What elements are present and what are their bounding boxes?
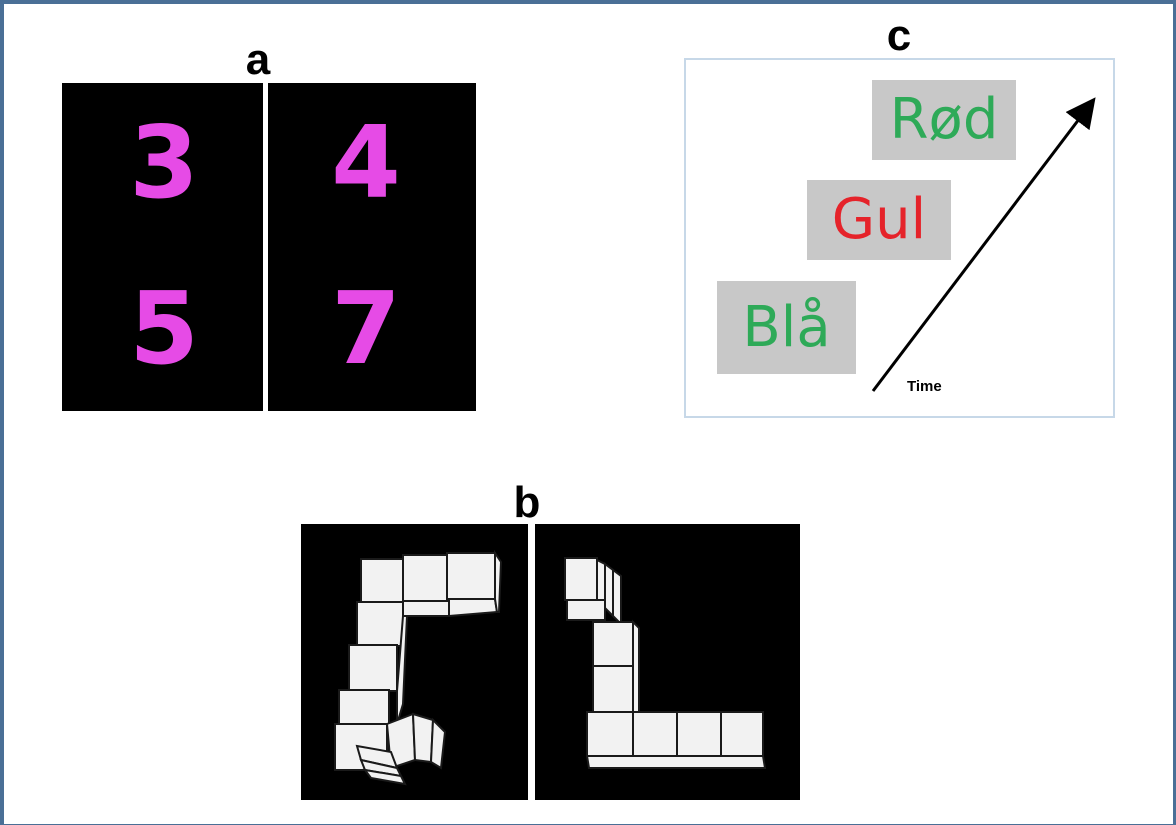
word-card-gul: Gul	[807, 180, 951, 260]
panel-b-label: b	[513, 478, 541, 527]
digit-bottom-left: 5	[129, 270, 199, 387]
panel-c-label: c	[886, 11, 912, 60]
time-arrow	[871, 97, 1096, 392]
digit-top-right: 4	[331, 104, 401, 221]
word-card-bla: Blå	[717, 281, 856, 374]
block-figure-right	[535, 524, 800, 800]
panel-a-label: a	[245, 35, 271, 84]
stroop-sequence-panel: Rød Gul Blå Time	[684, 58, 1115, 418]
c-block-shape	[334, 549, 503, 786]
l-block-shape	[564, 557, 767, 769]
word-card-rod: Rød	[872, 80, 1016, 160]
digit-panel-left: 3 5	[62, 83, 263, 411]
digit-top-left: 3	[129, 104, 199, 221]
digit-bottom-right: 7	[331, 270, 401, 387]
time-axis-label: Time	[907, 378, 942, 395]
digit-panel-right: 4 7	[268, 83, 476, 411]
block-figure-left	[301, 524, 528, 800]
